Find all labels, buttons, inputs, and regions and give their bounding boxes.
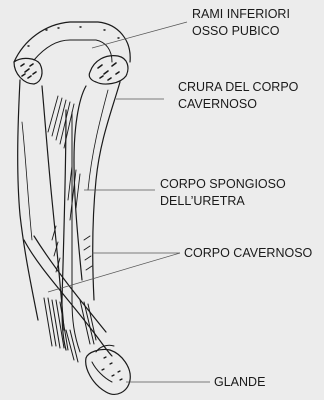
lower-hatching <box>44 298 96 362</box>
pubic-arch <box>14 22 130 84</box>
label-glande: GLANDE <box>214 375 265 389</box>
label-spongioso-line1: CORPO SPONGIOSO <box>160 177 286 191</box>
leader-cavernoso-left <box>48 253 180 292</box>
leader-rami <box>92 22 187 48</box>
label-crura-line1: CRURA DEL CORPO <box>178 80 299 94</box>
right-crus <box>74 82 120 300</box>
label-crura-line2: CAVERNOSO <box>178 97 257 111</box>
label-rami-line2: OSSO PUBICO <box>192 24 280 38</box>
label-rami-line1: RAMI INFERIORI <box>192 7 290 21</box>
glans <box>86 345 131 394</box>
label-spongioso-line2: DELL’URETRA <box>160 194 245 208</box>
label-cavernoso: CORPO CAVERNOSO <box>184 246 313 260</box>
crura-hatching <box>48 96 92 272</box>
